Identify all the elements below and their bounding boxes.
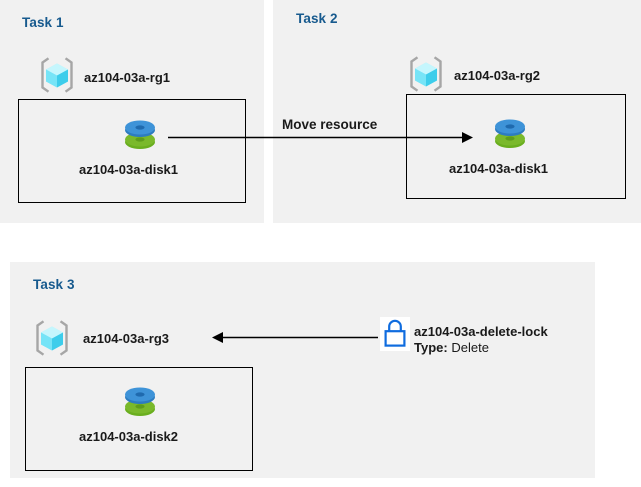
managed-disk-icon [118,111,162,155]
task-2-resource-group-label: az104-03a-rg2 [454,68,540,83]
task-2-title: Task 2 [296,11,338,26]
task-1-disk-label: az104-03a-disk1 [79,162,179,177]
resource-group-icon [407,55,445,93]
resource-group-icon [33,319,71,357]
task-1-resource-box [18,99,246,203]
task-3-resource-group-label: az104-03a-rg3 [83,331,169,346]
panel-task-1 [0,0,264,223]
delete-lock-arrow [212,332,378,343]
task-2-disk-label: az104-03a-disk1 [449,161,549,176]
task-1-resource-group-label: az104-03a-rg1 [84,70,170,85]
delete-lock-type-key: Type: [414,340,448,356]
delete-lock-type-line: Type: Delete [414,340,548,356]
task-2-resource-box [406,94,626,199]
move-resource-arrow [168,132,473,143]
delete-lock-info: az104-03a-delete-lock Type: Delete [414,324,548,357]
task-3-resource-box [25,367,253,471]
managed-disk-icon [488,110,532,154]
move-resource-label: Move resource [282,117,378,132]
panel-task-2 [273,0,641,223]
panel-task-3 [10,262,595,478]
task-1-title: Task 1 [22,15,64,30]
task-3-title: Task 3 [33,277,75,292]
resource-group-icon [38,56,76,94]
task-3-disk-label: az104-03a-disk2 [79,429,179,444]
managed-disk-icon [118,378,162,422]
delete-lock-type-value: Delete [451,340,489,356]
delete-lock-name: az104-03a-delete-lock [414,324,548,339]
lock-icon [380,317,410,351]
